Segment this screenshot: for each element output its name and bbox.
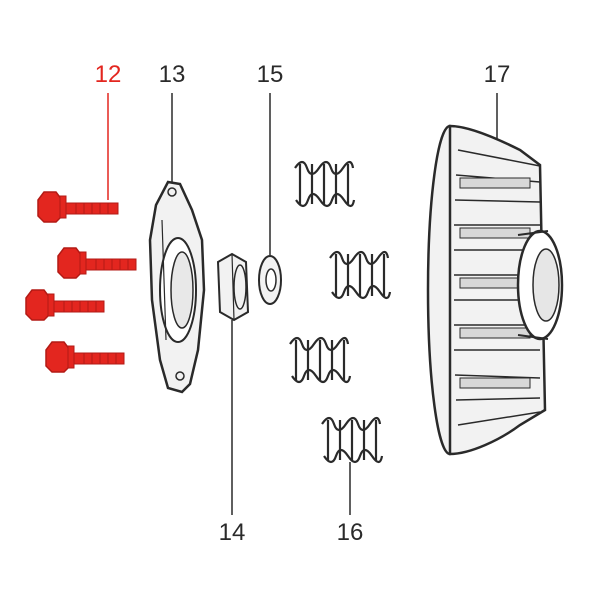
part-13-flange-plate: [148, 180, 206, 394]
callout-16: 16: [337, 519, 364, 546]
callout-13: 13: [159, 61, 186, 88]
callout-17: 17: [484, 61, 511, 88]
part-15-washer: [258, 255, 282, 305]
bolt: [45, 341, 125, 373]
spring: [321, 416, 384, 464]
callout-14: 14: [219, 519, 246, 546]
callout-12: 12: [95, 61, 122, 88]
spring: [289, 336, 352, 384]
part-16-springs: [289, 160, 392, 464]
spring: [294, 160, 356, 208]
bolt: [57, 247, 137, 279]
callout-15: 15: [257, 61, 284, 88]
part-17-clutch-drum: [426, 124, 564, 456]
part-14-hex-nut: [216, 252, 250, 322]
bolt: [25, 289, 105, 321]
bolt: [37, 191, 119, 223]
spring: [329, 250, 392, 300]
part-12-bolts: [25, 191, 137, 373]
